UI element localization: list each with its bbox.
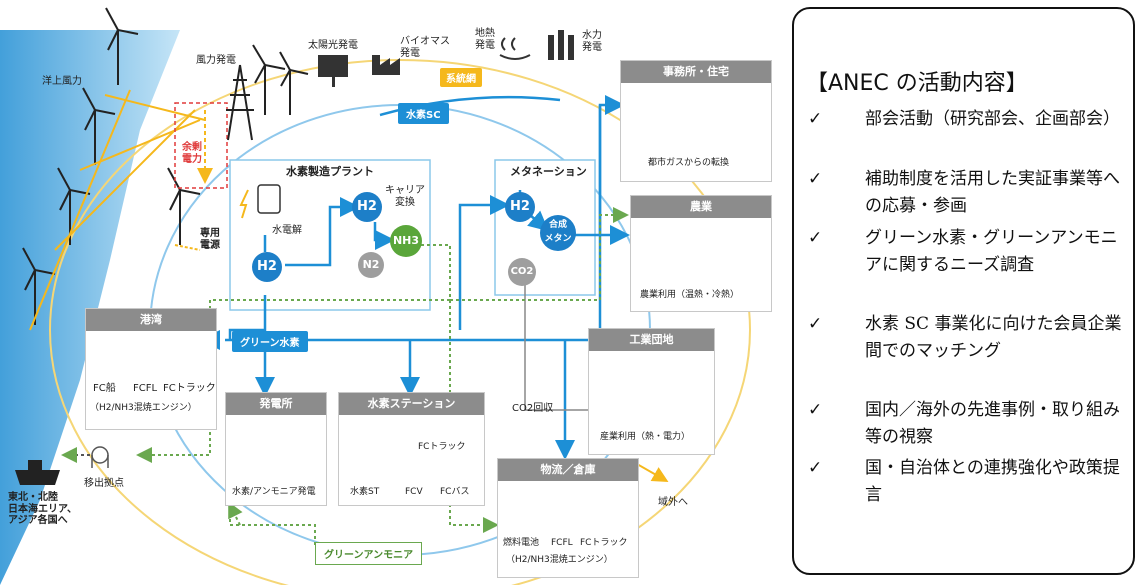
hydro-label: 水力 発電: [582, 30, 602, 53]
co2-recovery-label: CO2回収: [512, 403, 554, 414]
surplus-box: [174, 102, 228, 189]
station-title: 水素ステーション: [339, 393, 484, 415]
h2-ball-carrier: H2: [352, 192, 382, 222]
check-icon: ✓: [808, 228, 823, 248]
office-title: 事務所・住宅: [621, 61, 771, 83]
nh3-ball: NH3: [390, 225, 422, 257]
agriculture-caption: 農業利用（温熱・冷熱）: [640, 290, 740, 300]
station-item-fc-bus: FCバス: [440, 487, 470, 497]
carrier-conversion-label: キャリア 変換: [385, 185, 425, 208]
green-ammonia-tag: グリーンアンモニア: [315, 542, 423, 565]
wind-power-label: 風力発電: [196, 55, 236, 66]
port-caption: （H2/NH3混焼エンジン）: [90, 403, 197, 413]
check-icon: ✓: [808, 314, 823, 334]
plant-title: 水素製造プラント: [286, 165, 374, 178]
logistics-box: 物流／倉庫: [497, 458, 639, 578]
synthetic-methane-ball: 合成 メタン: [540, 215, 576, 251]
powerplant-box: 発電所: [225, 392, 327, 506]
panel-title: 【ANEC の活動内容】: [806, 71, 1028, 96]
logistics-title: 物流／倉庫: [498, 459, 638, 481]
activity-text: グリーン水素・グリーンアンモニアに関するニーズ調査: [865, 228, 1118, 275]
hydrogen-sc-tag: 水素SC: [398, 103, 449, 124]
station-item-fcv: FCV: [405, 487, 423, 497]
port-box: 港湾: [85, 308, 217, 430]
outside-label: 域外へ: [658, 497, 688, 508]
port-item-truck: FCトラック: [163, 383, 216, 394]
biomass-label: バイオマス 発電: [400, 36, 450, 59]
activity-text: 補助制度を活用した実証事業等への応募・参画: [865, 169, 1120, 216]
powerplant-title: 発電所: [226, 393, 326, 415]
geothermal-icon: [499, 37, 531, 60]
logistics-item-fuel-cell: 燃料電池: [503, 538, 540, 548]
dedicated-power-label: 専用 電源: [200, 228, 220, 251]
export-ship-icon: [15, 460, 60, 485]
turbines: [22, 7, 309, 325]
station-item-st: 水素ST: [350, 487, 380, 497]
activity-text: 水素 SC 事業化に向けた会員企業間でのマッチング: [865, 314, 1122, 361]
industrial-title: 工業団地: [589, 329, 714, 351]
activity-text: 国・自治体との連携強化や政策提言: [865, 458, 1120, 505]
logistics-caption: （H2/NH3混焼エンジン）: [506, 555, 613, 565]
check-icon: ✓: [808, 169, 823, 189]
surplus-power-label: 余剰 電力: [182, 142, 202, 165]
geothermal-label: 地熱 発電: [475, 28, 495, 51]
office-caption: 都市ガスからの転換: [648, 158, 730, 168]
check-icon: ✓: [808, 109, 823, 129]
methanation-title: メタネーション: [510, 165, 587, 178]
logistics-item-truck: FCトラック: [580, 538, 628, 548]
industrial-caption: 産業利用（熱・電力）: [600, 432, 691, 442]
factory-icon: [372, 55, 400, 75]
grid-tag: 系統網: [440, 68, 482, 87]
green-hydrogen-tag: グリーン水素: [232, 331, 308, 352]
agriculture-box: 農業: [630, 195, 772, 312]
offshore-wind-label: 洋上風力: [42, 76, 82, 87]
agriculture-title: 農業: [631, 196, 771, 218]
export-base-label: 移出拠点: [84, 478, 124, 489]
solar-panel-icon: [318, 55, 348, 87]
hydrogen-supply-chain-diagram: 洋上風力 風力発電 太陽光発電 バイオマス 発電 地熱 発電 水力 発電 系統網…: [0, 7, 772, 585]
activity-text: 国内／海外の先進事例・取り組み等の視察: [865, 400, 1120, 447]
logistics-item-forklift: FCFL: [551, 538, 573, 548]
port-item-forklift: FCFL: [133, 383, 158, 394]
co2-ball: CO2: [508, 258, 536, 286]
station-box: 水素ステーション: [338, 392, 485, 506]
powerplant-caption: 水素/アンモニア発電: [232, 487, 316, 497]
electrolyzer-icon: [239, 184, 281, 219]
hydro-icon: [548, 30, 574, 60]
electrolysis-label: 水電解: [272, 225, 302, 236]
activity-text: 部会活動（研究部会、企画部会）: [865, 109, 1120, 129]
export-tank-icon: [91, 446, 109, 468]
n2-ball: N2: [358, 252, 384, 278]
port-item-ship: FC船: [93, 383, 116, 394]
station-item-fc-truck: FCトラック: [418, 442, 466, 452]
office-box: 事務所・住宅: [620, 60, 772, 182]
port-title: 港湾: [86, 309, 216, 331]
solar-power-label: 太陽光発電: [308, 40, 358, 51]
industrial-box: 工業団地: [588, 328, 715, 455]
h2-ball-plant: H2: [252, 252, 282, 282]
sea-area: [0, 30, 180, 585]
export-destination-label: 東北・北陸 日本海エリア、 アジア各国へ: [8, 492, 77, 526]
anec-activities-panel: 【ANEC の活動内容】 ✓ 部会活動（研究部会、企画部会） ✓ 補助制度を活用…: [792, 7, 1135, 575]
check-icon: ✓: [808, 458, 823, 478]
pylon: [226, 64, 254, 141]
h2-ball-methanation: H2: [505, 192, 535, 222]
check-icon: ✓: [808, 400, 823, 420]
